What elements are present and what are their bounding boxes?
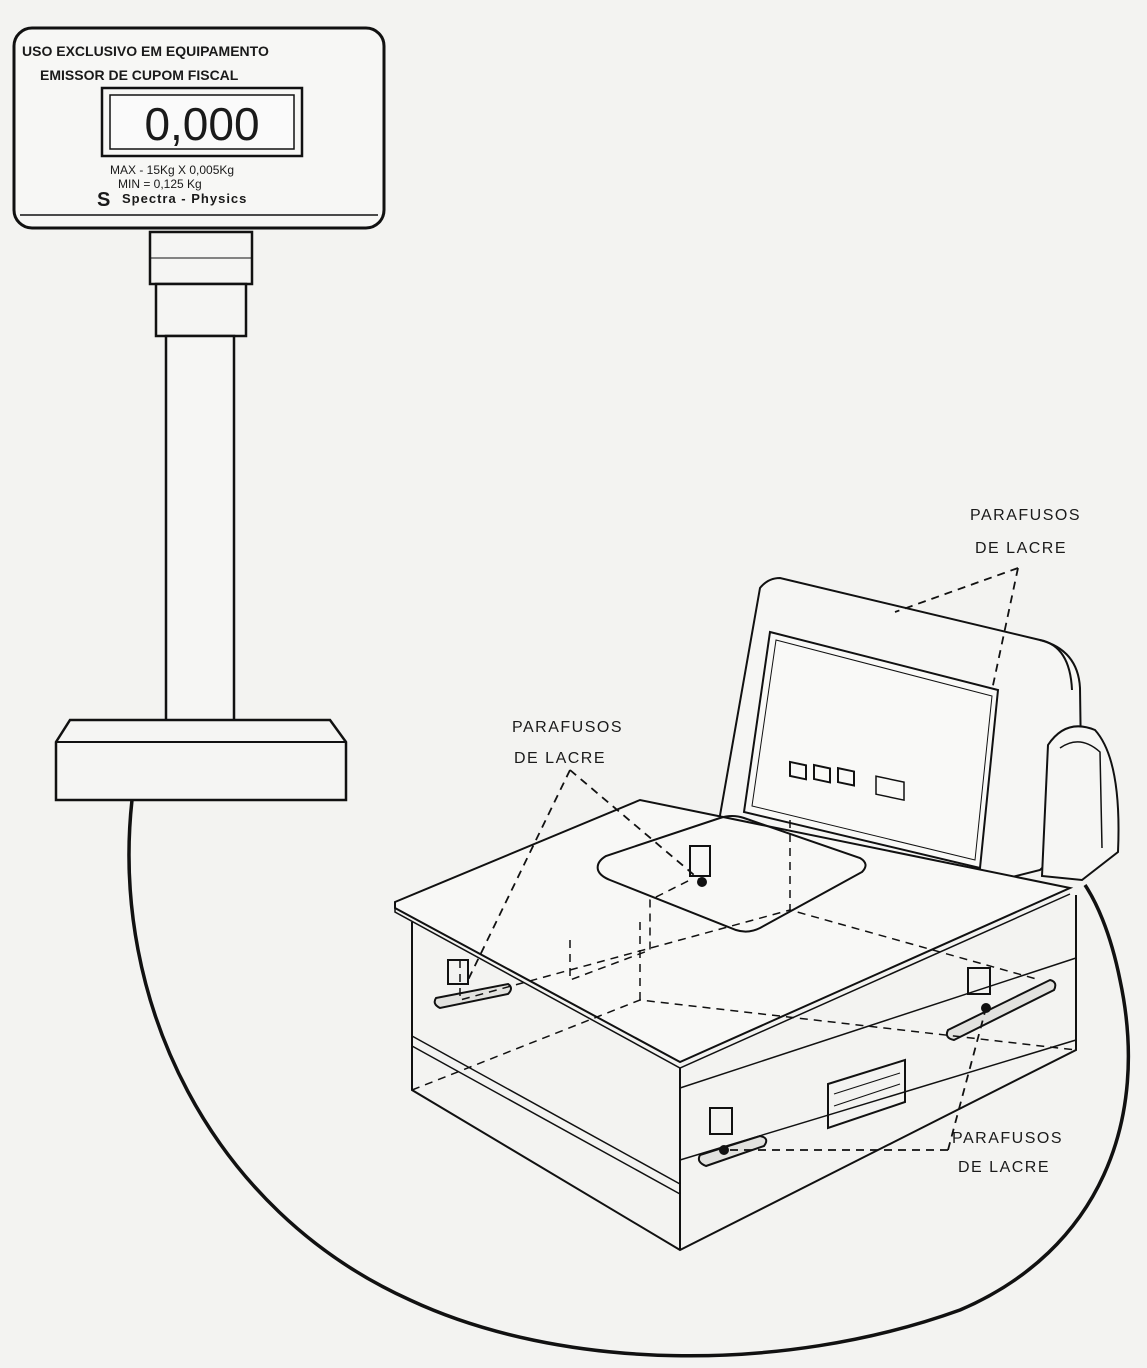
leader-top-right-b: [991, 567, 1019, 691]
printer-slot: [827, 1058, 906, 1130]
callout-middle-left-line1: PARAFUSOS: [512, 719, 623, 736]
internal-hidden-lines: [411, 820, 1077, 1091]
cable: [127, 799, 1131, 1358]
scanner-window: [742, 630, 1000, 870]
seal-screw-front-left: [697, 1107, 768, 1168]
callout-leaders: [467, 567, 1019, 1151]
callout-top-right: PARAFUSOS DE LACRE: [970, 507, 1081, 557]
callout-top-right-line2: DE LACRE: [975, 540, 1067, 557]
pole-shaft: [164, 334, 236, 730]
min-capacity-text: MIN = 0,125 Kg: [118, 177, 202, 191]
leader-top-right-a: [894, 567, 1019, 613]
max-capacity-text: MAX - 15Kg X 0,005Kg: [110, 163, 234, 177]
readout-window-inner: [109, 94, 295, 150]
scanner-scale-unit: [394, 576, 1120, 1252]
seal-screw-front-right: [945, 967, 1057, 1042]
leader-middle-left-b: [569, 769, 701, 881]
platter-scan-window: [596, 815, 867, 933]
pole-base: [54, 718, 348, 802]
indicator-lamp-4: [875, 775, 905, 802]
callout-bottom-right: PARAFUSOS DE LACRE: [952, 1130, 1063, 1176]
callout-bottom-right-line2: DE LACRE: [958, 1159, 1050, 1176]
pole-collar: [154, 282, 248, 338]
leader-bottom-right-b: [947, 1007, 987, 1151]
leader-middle-left-a: [467, 769, 571, 981]
brand-name: Spectra - Physics: [122, 191, 247, 206]
seal-screw-side: [433, 959, 512, 1010]
callout-middle-left-line2: DE LACRE: [514, 750, 606, 767]
readout-window-outer: [100, 86, 304, 158]
indicator-lamp-1: [789, 760, 807, 781]
tower-side-cover: [1040, 725, 1120, 882]
display-header-line1: USO EXCLUSIVO EM EQUIPAMENTO: [22, 43, 269, 59]
callout-middle-left: PARAFUSOS DE LACRE: [512, 719, 623, 767]
display-header-line2: EMISSOR DE CUPOM FISCAL: [40, 67, 239, 83]
callout-bottom-right-line1: PARAFUSOS: [952, 1130, 1063, 1147]
callout-top-right-line1: PARAFUSOS: [970, 507, 1081, 524]
brand-logo: S: [97, 189, 111, 211]
indicator-lamp-2: [813, 763, 831, 784]
customer-display-pole: USO EXCLUSIVO EM EQUIPAMENTO EMISSOR DE …: [12, 26, 386, 802]
indicator-lamp-3: [837, 766, 855, 787]
weight-readout: 0,000: [144, 98, 259, 150]
